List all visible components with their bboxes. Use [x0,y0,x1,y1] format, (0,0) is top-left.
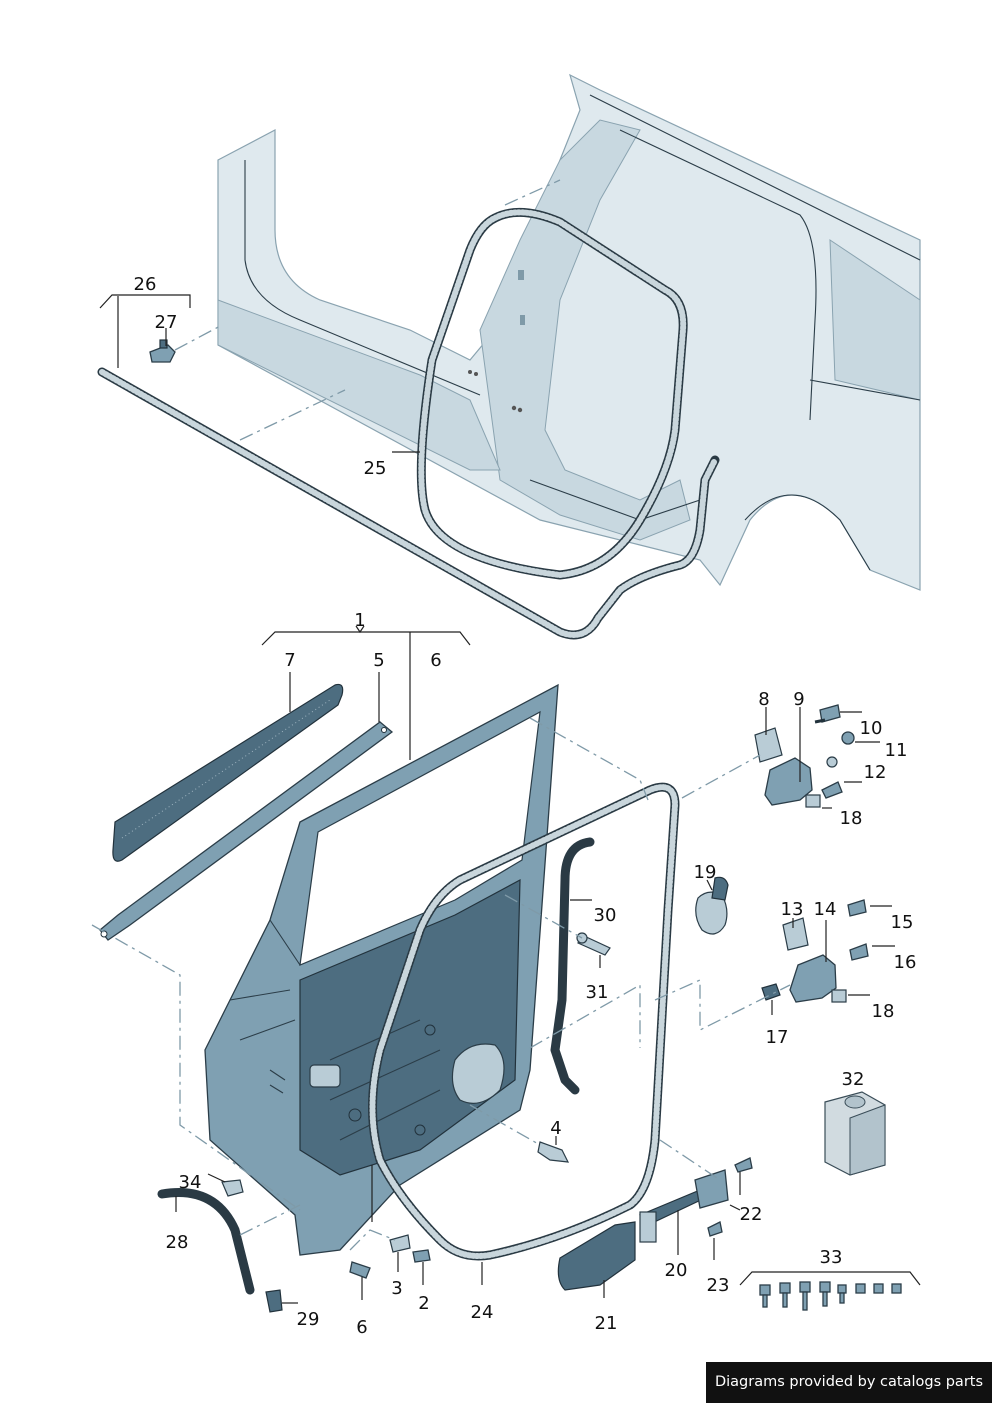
body-door-seal [416,207,688,580]
callout-27: 27 [155,312,178,333]
callout-13: 13 [781,899,804,920]
callout-24: 24 [471,1302,494,1323]
callout-31: 31 [586,982,609,1003]
callout-1: 1 [354,610,365,631]
callout-10: 10 [860,718,883,739]
callout-7: 7 [284,650,295,671]
alignment-line [469,1104,541,1146]
callout-34: 34 [179,1172,202,1193]
clip-icon [149,339,176,363]
bolt-icon [221,1157,753,1279]
car-body-side-panel [217,73,921,591]
grease-container-icon [824,1091,886,1176]
lower-hinge [761,899,869,1003]
door-seal [368,782,680,1261]
callout-16: 16 [894,952,917,973]
door-check-strap [639,1169,729,1243]
callout-labels: 26 27 25 1 7 5 6 8 9 10 11 12 18 19 30 1… [134,274,917,1338]
door-shell [204,683,559,1256]
callout-6b: 6 [356,1317,367,1338]
sill-trim [157,1188,283,1313]
callout-14: 14 [814,899,837,920]
alignment-line [529,983,641,1049]
alignment-line [529,717,649,801]
upper-hinge [754,704,855,808]
callout-23: 23 [707,1275,730,1296]
alignment-line [239,1204,301,1236]
callout-26: 26 [134,274,157,295]
callout-2: 2 [418,1293,429,1314]
callout-9: 9 [793,689,804,710]
bushing-icon [537,1141,570,1163]
fastener-set [759,1281,902,1311]
callout-4: 4 [550,1118,561,1139]
callout-8: 8 [758,689,769,710]
callout-25: 25 [364,458,387,479]
leader-lines [99,294,921,1304]
alignment-line [504,894,583,939]
alignment-line [504,179,561,206]
callout-6: 6 [430,650,441,671]
callout-28: 28 [166,1232,189,1253]
callout-32: 32 [842,1069,865,1090]
window-trim-strip [112,683,344,862]
footer-credit-badge: Diagrams provided by catalogs parts [706,1362,992,1403]
callout-15: 15 [891,912,914,933]
callout-19: 19 [694,862,717,883]
callout-11: 11 [885,740,908,761]
stud-icon [576,932,611,956]
callout-33: 33 [820,1247,843,1268]
alignment-line [659,1139,721,1181]
check-strap-bracket [557,1221,636,1291]
callout-21: 21 [595,1313,618,1334]
callout-17: 17 [766,1027,789,1048]
callout-5: 5 [373,650,384,671]
callout-29: 29 [297,1309,320,1330]
callout-12: 12 [864,762,887,783]
callout-3: 3 [391,1278,402,1299]
alignment-line [654,978,791,1032]
weather-strip [550,837,595,1095]
alignment-line [349,1229,396,1251]
grommet-icon [695,876,729,935]
sill-seal-strip [97,367,720,640]
callout-30: 30 [594,905,617,926]
callout-18b: 18 [872,1001,895,1022]
alignment-line [681,754,761,799]
callout-20: 20 [665,1260,688,1281]
callout-22: 22 [740,1204,763,1225]
alignment-line [174,324,223,351]
callout-18: 18 [840,808,863,829]
alignment-line [91,924,301,1211]
alignment-line [239,389,346,441]
